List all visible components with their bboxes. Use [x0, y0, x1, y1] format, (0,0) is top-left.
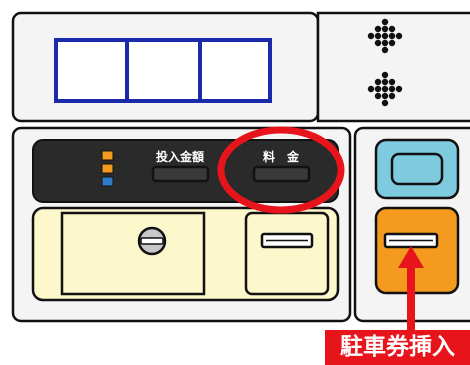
speaker-grille-lower: [367, 71, 403, 107]
display-window: [54, 38, 272, 103]
indicator-light-middle: [101, 163, 114, 174]
display-digit-3: [198, 38, 272, 103]
bill-slot-plate: [244, 211, 330, 296]
bill-slot[interactable]: [260, 232, 314, 249]
inserted-amount-display: [151, 165, 210, 183]
coin-slot-plate: [60, 211, 206, 296]
call-button-inner: [390, 152, 444, 186]
fee-display: [252, 165, 311, 183]
indicator-light-bottom: [101, 176, 114, 187]
speaker-grille-upper: [367, 18, 403, 54]
display-digit-1: [54, 38, 129, 103]
coin-slot[interactable]: [137, 226, 167, 256]
fee-label: 料 金: [263, 149, 300, 164]
indicator-light-top: [101, 150, 114, 161]
ticket-arrow: [398, 246, 424, 330]
ticket-insert-module: [374, 206, 460, 295]
inserted-amount-label: 投入金額: [156, 149, 204, 164]
ticket-insert-callout: 駐車券挿入: [325, 330, 470, 365]
display-digit-2: [125, 38, 202, 103]
ticket-slot[interactable]: [383, 232, 439, 249]
parking-machine-illustration: 投入金額 料 金: [11, 11, 470, 330]
fee-highlight-circle: [217, 126, 345, 214]
